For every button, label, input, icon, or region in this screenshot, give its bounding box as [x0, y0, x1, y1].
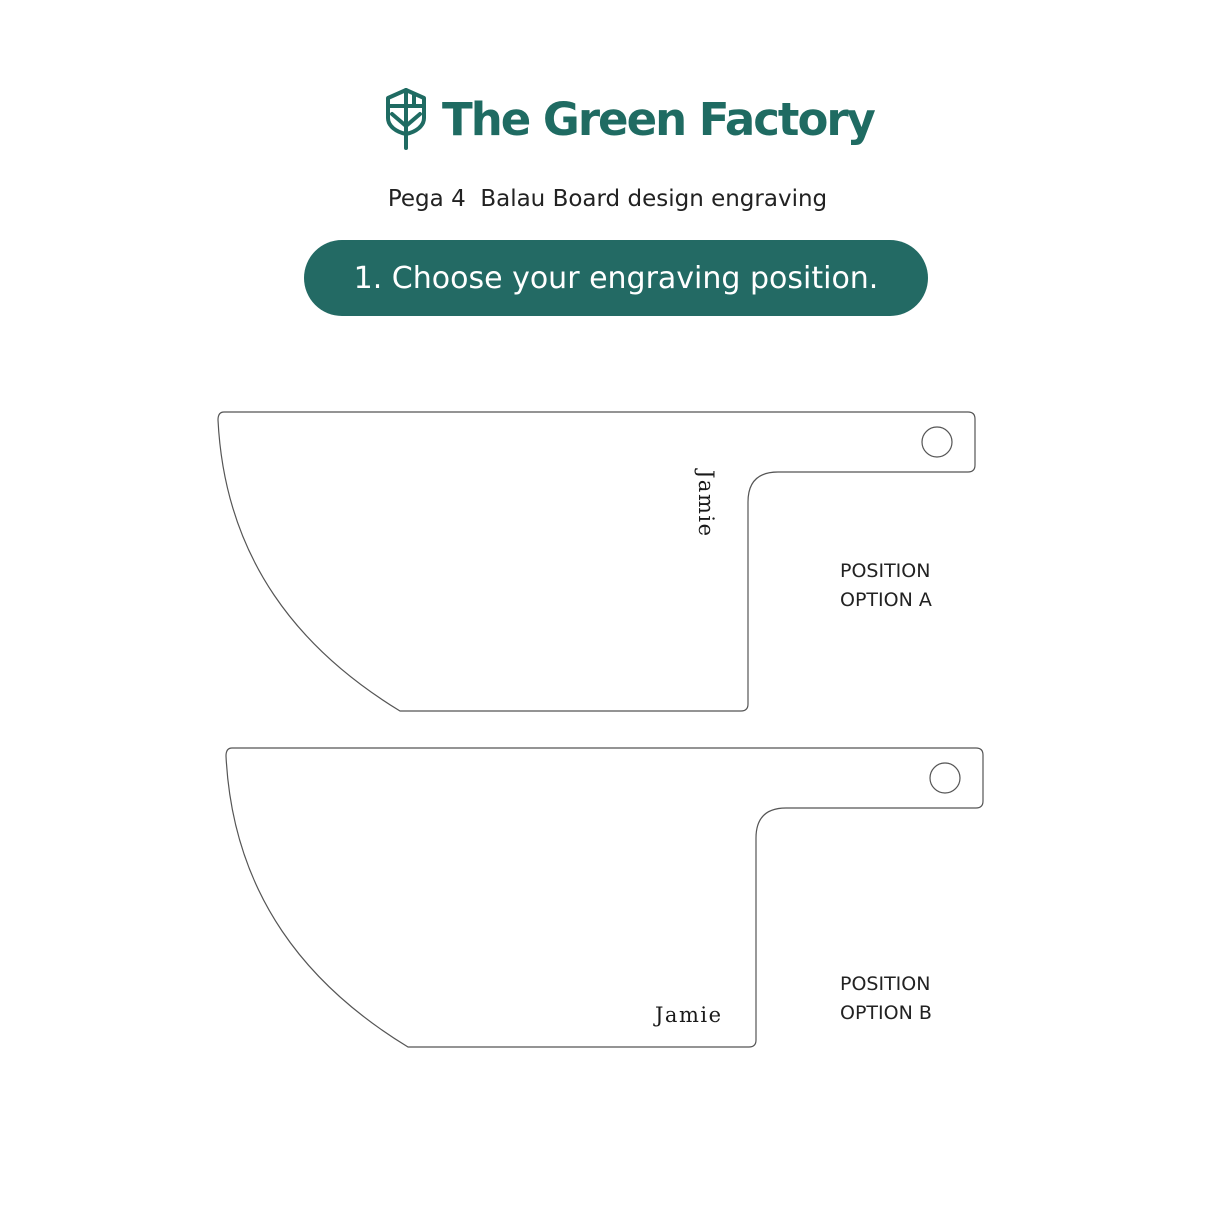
option-b-line2: OPTION B — [840, 1002, 932, 1024]
product-subtitle: Pega 4 Balau Board design engraving — [387, 186, 828, 212]
engraving-text-a: Jamie — [694, 468, 718, 538]
position-option-b-label: POSITION OPTION B — [840, 970, 932, 1028]
board-outline-b — [225, 747, 984, 1048]
option-b-line1: POSITION — [840, 973, 931, 995]
option-a-line1: POSITION — [840, 560, 931, 582]
hang-hole-a — [921, 426, 953, 458]
engraving-text-b: Jamie — [653, 1003, 723, 1027]
brand-header: The Green Factory — [384, 86, 876, 152]
option-a-line2: OPTION A — [840, 589, 932, 611]
board-option-a[interactable]: Jamie — [217, 411, 976, 712]
step-banner: 1. Choose your engraving position. — [304, 240, 928, 316]
position-option-a-label: POSITION OPTION A — [840, 557, 932, 615]
board-option-b[interactable]: Jamie — [225, 747, 984, 1048]
board-outline-a — [217, 411, 976, 712]
hang-hole-b — [929, 762, 961, 794]
brand-name: The Green Factory — [442, 92, 876, 146]
leaf-logo-icon — [386, 88, 426, 150]
